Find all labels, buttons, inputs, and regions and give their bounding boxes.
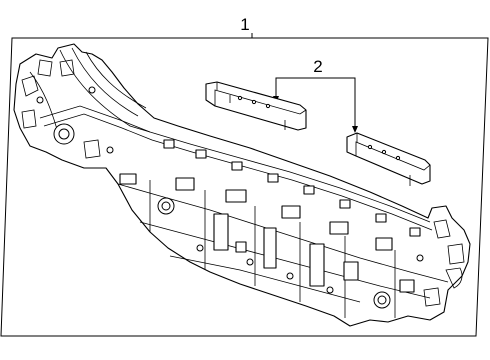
reinforcement-bracket-lower <box>346 132 431 186</box>
assembly-frame <box>0 37 489 337</box>
reinforcement-bracket-upper <box>205 81 307 131</box>
callout-1-label: 1 <box>240 15 249 34</box>
callout-2-label: 2 <box>313 57 322 76</box>
callout-2-arrow-b <box>352 126 358 133</box>
callout-2-leader <box>275 77 356 128</box>
edge-notches <box>163 139 421 237</box>
rear-panel-assembly <box>13 43 471 327</box>
